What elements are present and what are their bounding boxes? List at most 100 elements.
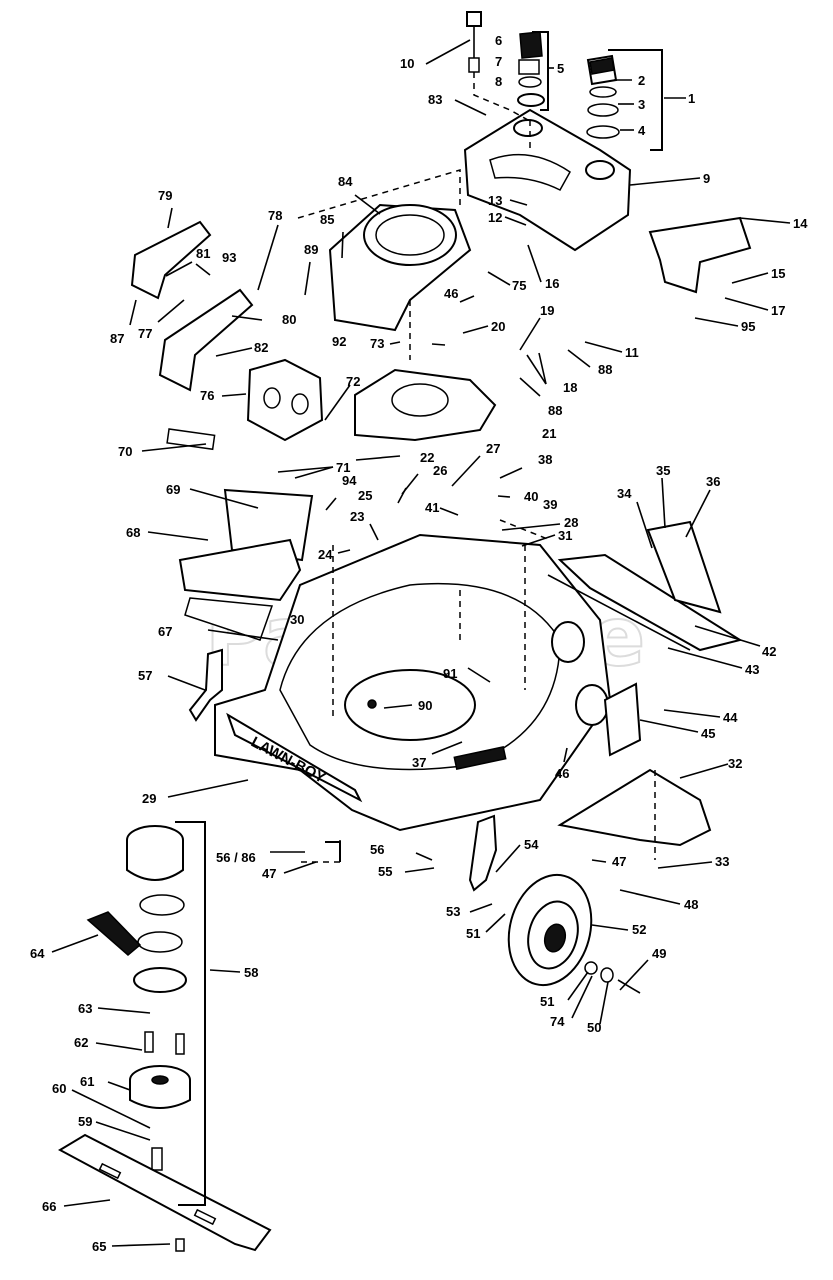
callout-83: 83 (428, 92, 442, 107)
callout-11: 11 (625, 345, 639, 360)
callout-88-lower: 88 (548, 403, 562, 418)
callout-33: 33 (715, 854, 729, 869)
callout-55: 55 (378, 864, 392, 879)
wheel-part (507, 873, 641, 994)
assembly-lines (297, 72, 656, 863)
callout-15: 15 (771, 266, 785, 281)
callout-46-top: 46 (444, 286, 458, 301)
callout-88-upper: 88 (598, 362, 612, 377)
callout-81: 81 (196, 246, 210, 261)
callout-6: 6 (495, 33, 502, 48)
callout-70: 70 (118, 444, 132, 459)
callout-80: 80 (282, 312, 296, 327)
callout-47-left: 47 (262, 866, 276, 881)
callout-32: 32 (728, 756, 742, 771)
callout-3: 3 (638, 97, 645, 112)
height-bracket-rear-part (468, 814, 498, 892)
callout-16: 16 (545, 276, 559, 291)
mower-deck-part (214, 533, 612, 832)
callout-67: 67 (158, 624, 172, 639)
muffler-shield-part (130, 220, 212, 300)
callout-85: 85 (320, 212, 334, 227)
callout-60: 60 (52, 1081, 66, 1096)
callout-45: 45 (701, 726, 715, 741)
callout-57: 57 (138, 668, 152, 683)
shield-bracket-part (648, 216, 752, 294)
callout-50: 50 (587, 1020, 601, 1035)
callout-13: 13 (488, 193, 502, 208)
fuel-tank-part (463, 108, 632, 252)
callout-51-upper: 51 (466, 926, 480, 941)
callout-90: 90 (418, 698, 432, 713)
muffler-bracket-part (158, 288, 254, 392)
callout-1: 1 (688, 91, 695, 106)
callout-69: 69 (166, 482, 180, 497)
callout-14: 14 (793, 216, 808, 231)
callout-56-86: 56 / 86 (216, 850, 256, 865)
callout-27: 27 (486, 441, 500, 456)
callout-51-lower: 51 (540, 994, 554, 1009)
primer-cap-part (517, 31, 545, 107)
callout-64: 64 (30, 946, 45, 961)
callout-52: 52 (632, 922, 646, 937)
callout-46-deck: 46 (555, 766, 569, 781)
callout-72: 72 (346, 374, 360, 389)
callout-95: 95 (741, 319, 755, 334)
callout-48: 48 (684, 897, 698, 912)
discharge-chute-part (178, 488, 314, 641)
leader-lines (51, 39, 791, 1247)
bracket-5 (532, 31, 549, 111)
callout-labels: 1 2 3 4 5 6 7 8 9 10 11 12 13 14 15 16 1… (30, 33, 808, 1254)
callout-7: 7 (495, 54, 502, 69)
callout-42: 42 (762, 644, 776, 659)
flap-part (646, 520, 722, 614)
fuel-cap-part (586, 54, 620, 139)
callout-28: 28 (564, 515, 578, 530)
muffler-part (246, 358, 324, 442)
callout-53: 53 (446, 904, 460, 919)
callout-10: 10 (400, 56, 414, 71)
callout-38: 38 (538, 452, 552, 467)
callout-54: 54 (524, 837, 539, 852)
callout-61: 61 (80, 1074, 94, 1089)
callout-59: 59 (78, 1114, 92, 1129)
callout-43: 43 (745, 662, 759, 677)
callout-74: 74 (550, 1014, 565, 1029)
callout-23: 23 (350, 509, 364, 524)
callout-92: 92 (332, 334, 346, 349)
callout-2: 2 (638, 73, 645, 88)
callout-62: 62 (74, 1035, 88, 1050)
callout-73: 73 (370, 336, 384, 351)
callout-58: 58 (244, 965, 258, 980)
callout-87: 87 (110, 331, 124, 346)
callout-37: 37 (412, 755, 426, 770)
callout-82: 82 (254, 340, 268, 355)
callout-35: 35 (656, 463, 670, 478)
blade-part (57, 1133, 272, 1252)
callout-41: 41 (425, 500, 439, 515)
callout-9: 9 (703, 171, 710, 186)
callout-63: 63 (78, 1001, 92, 1016)
blade-adapter-part (126, 825, 191, 1171)
callout-4: 4 (638, 123, 646, 138)
callout-68: 68 (126, 525, 140, 540)
callout-77: 77 (138, 326, 152, 341)
height-bracket-right-part (603, 682, 642, 757)
callout-29: 29 (142, 791, 156, 806)
callout-26: 26 (433, 463, 447, 478)
callout-20: 20 (491, 319, 505, 334)
callout-18: 18 (563, 380, 577, 395)
callout-71: 71 (336, 460, 350, 475)
callout-17: 17 (771, 303, 785, 318)
bracket-58 (175, 821, 206, 1206)
callout-25: 25 (358, 488, 372, 503)
air-vane-part (86, 911, 142, 956)
callout-94: 94 (342, 473, 357, 488)
engine-base-part (354, 368, 497, 442)
callout-8: 8 (495, 74, 502, 89)
callout-5: 5 (557, 61, 564, 76)
callout-30: 30 (290, 612, 304, 627)
callout-47-right: 47 (612, 854, 626, 869)
callout-89: 89 (304, 242, 318, 257)
